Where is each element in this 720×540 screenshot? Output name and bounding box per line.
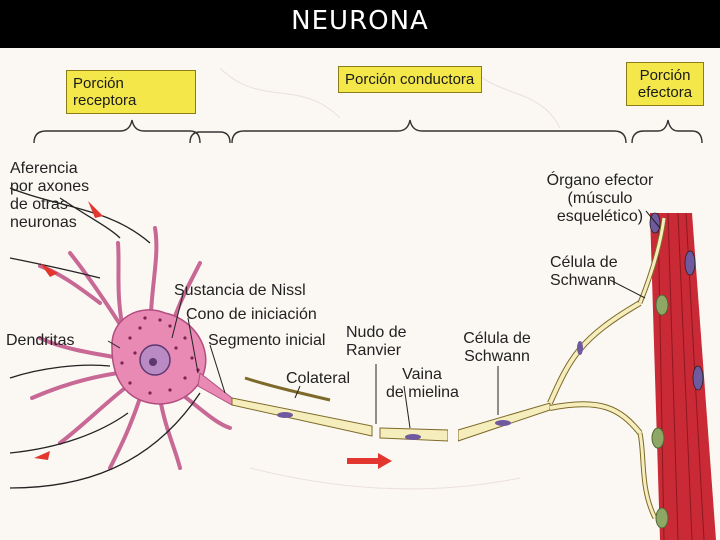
label-myelin-line-2: de mielina	[386, 384, 459, 401]
neuron-illustration	[9, 67, 716, 540]
region-label-effector-line-1: Porción	[639, 67, 691, 84]
cell-body	[111, 309, 207, 405]
schwann-cell-nucleus-2	[405, 434, 421, 440]
label-cone: Cono de iniciación	[186, 306, 317, 323]
label-effector-organ: Órgano efector (músculo esquelético)	[540, 172, 660, 226]
label-myelin: Vaina de mielina	[386, 366, 459, 402]
schwann-cell-nucleus-3	[495, 420, 511, 426]
schwann-cell-nucleus-4	[577, 341, 583, 355]
neuron-diagram: Porción receptora Porción conductora Por…	[0, 48, 720, 540]
label-initial-segment: Segmento inicial	[208, 332, 326, 349]
motor-end-plates	[651, 294, 669, 529]
label-ranvier-line-1: Nudo de	[346, 324, 407, 341]
slide-title: NEURONA	[291, 6, 429, 36]
label-schwann-mid-line-2: Schwann	[464, 348, 530, 365]
label-effector-organ-line-1: Órgano efector	[546, 172, 654, 189]
region-brackets	[33, 119, 703, 144]
label-afferent-line-1: Aferencia	[10, 160, 78, 177]
schwann-cell-nucleus-1	[277, 412, 293, 418]
label-ranvier-line-2: Ranvier	[346, 342, 402, 359]
collateral-branch	[244, 376, 331, 402]
bracket-conductor	[231, 119, 627, 144]
label-schwann-mid-line-1: Célula de	[463, 330, 531, 347]
leader-lines	[107, 210, 661, 429]
bracket-receptor	[33, 119, 201, 144]
label-myelin-line-1: Vaina	[402, 366, 442, 383]
region-label-receptor: Porción receptora	[66, 70, 196, 114]
bracket-cone	[189, 131, 231, 144]
label-effector-organ-line-2: (músculo	[567, 190, 633, 207]
region-label-effector: Porción efectora	[626, 62, 704, 106]
label-dendrites: Dendritas	[6, 332, 75, 349]
label-afferent-line-3: de otras	[10, 196, 68, 213]
label-afferent-line-2: por axones	[10, 178, 90, 195]
axon	[197, 217, 667, 520]
label-ranvier: Nudo de Ranvier	[346, 324, 407, 360]
axon-break	[448, 424, 458, 448]
afferent-axons	[9, 187, 201, 489]
label-schwann-right-line-2: Schwann	[550, 272, 616, 289]
label-schwann-right: Célula de Schwann	[550, 254, 618, 290]
label-schwann-mid: Célula de Schwann	[460, 330, 534, 366]
title-bar: NEURONA	[0, 0, 720, 48]
bracket-effector	[631, 119, 703, 144]
label-schwann-right-line-1: Célula de	[550, 254, 618, 271]
region-label-conductor: Porción conductora	[338, 66, 482, 93]
label-nissl: Sustancia de Nissl	[174, 282, 306, 299]
label-afferent: Aferencia por axones de otras neuronas	[10, 160, 89, 232]
label-effector-organ-line-3: esquelético)	[556, 208, 644, 225]
afferent-arrows	[34, 201, 103, 460]
muscle-fiber	[649, 212, 716, 540]
nucleolus	[149, 358, 157, 366]
label-collateral: Colateral	[286, 370, 351, 387]
label-afferent-line-4: neuronas	[10, 214, 77, 231]
conduction-direction-arrow	[347, 453, 392, 469]
region-label-effector-line-2: efectora	[637, 84, 693, 101]
